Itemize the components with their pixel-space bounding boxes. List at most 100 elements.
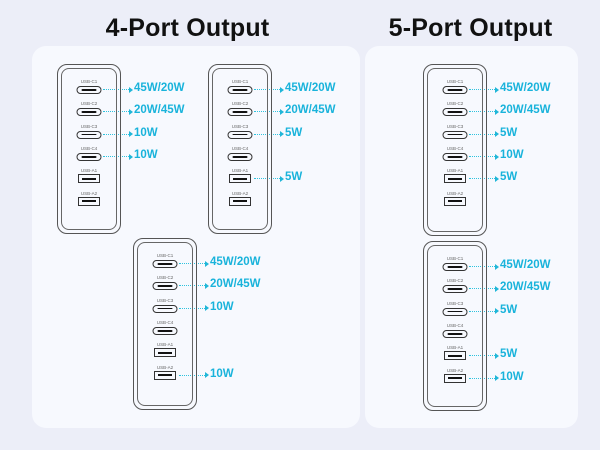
- port-label: USB-A2: [80, 190, 98, 196]
- port-output-wattage: 10W: [210, 367, 234, 380]
- port-label: USB-C2: [446, 278, 464, 284]
- port-label: USB-A1: [231, 168, 249, 174]
- port-usb-c4: USB-C4: [424, 323, 486, 341]
- usb-a-port-icon: [444, 351, 466, 361]
- usb-a-port-icon: [229, 174, 251, 184]
- port-usb-c2: USB-C2: [424, 278, 486, 296]
- port-usb-c4: USB-C4: [209, 146, 271, 164]
- port-output-wattage: 45W/20W: [134, 82, 185, 94]
- usb-c-port-icon: [227, 130, 253, 139]
- port-output-wattage: 5W: [500, 348, 518, 361]
- usb-c-port-icon: [152, 304, 178, 313]
- port-usb-a1: USB-A1: [424, 168, 486, 186]
- usb-c-port-icon: [442, 152, 468, 161]
- usb-a-port-icon: [78, 196, 100, 206]
- charger-face: [61, 68, 117, 230]
- arrow-right-icon: [205, 283, 209, 289]
- port-usb-c1: USB-C1: [424, 256, 486, 274]
- port-label: USB-A1: [80, 168, 98, 174]
- port-output-wattage: 5W: [500, 171, 518, 184]
- port-usb-c4: USB-C4: [58, 146, 120, 164]
- port-label: USB-C1: [446, 256, 464, 261]
- port-label: USB-C4: [446, 322, 464, 328]
- arrow-right-icon: [495, 375, 499, 382]
- arrow-right-icon: [205, 260, 209, 267]
- port-label: USB-C4: [446, 145, 464, 151]
- port-label: USB-C4: [156, 319, 174, 325]
- arrow-right-icon: [495, 352, 499, 359]
- usb-c-port-icon: [442, 285, 468, 294]
- port-output-wattage: 20W/45W: [285, 104, 336, 117]
- port-label: USB-C3: [231, 123, 249, 129]
- port-label: USB-A2: [231, 190, 249, 196]
- usb-c-port-icon: [152, 260, 178, 268]
- port-label: USB-C2: [231, 101, 249, 107]
- port-usb-a1: USB-A1: [58, 168, 120, 186]
- port-label: USB-C4: [80, 145, 98, 151]
- arrow-right-icon: [495, 175, 499, 182]
- port-usb-c2: USB-C2: [134, 275, 196, 293]
- port-usb-c1: USB-C1: [424, 79, 486, 97]
- port-output-wattage: 5W: [500, 303, 518, 316]
- port-label: USB-A1: [446, 168, 464, 174]
- usb-c-port-icon: [442, 329, 468, 338]
- port-label: USB-C3: [80, 123, 98, 129]
- port-output-wattage: 20W/45W: [134, 104, 185, 117]
- arrow-right-icon: [495, 263, 499, 270]
- usb-c-port-icon: [76, 152, 102, 161]
- charger-face: [212, 68, 268, 230]
- port-label: USB-A2: [446, 367, 464, 373]
- port-usb-c1: USB-C1: [209, 79, 271, 97]
- port-usb-a1: USB-A1: [424, 345, 486, 363]
- arrow-right-icon: [129, 109, 133, 115]
- usb-c-port-icon: [227, 108, 253, 117]
- port-label: USB-C3: [446, 123, 464, 129]
- usb-c-port-icon: [152, 282, 178, 291]
- port-usb-c3: USB-C3: [424, 124, 486, 142]
- port-output-wattage: 20W/45W: [210, 278, 261, 291]
- arrow-right-icon: [495, 286, 499, 292]
- port-label: USB-A2: [446, 190, 464, 196]
- arrow-right-icon: [495, 131, 499, 138]
- usb-c-port-icon: [76, 86, 102, 94]
- usb-c-port-icon: [227, 86, 253, 94]
- port-output-wattage: 5W: [285, 171, 303, 184]
- port-usb-a2: USB-A2: [209, 191, 271, 209]
- port-label: USB-C1: [231, 79, 249, 84]
- usb-a-port-icon: [154, 370, 176, 380]
- arrow-right-icon: [495, 153, 499, 160]
- port-label: USB-C1: [156, 253, 174, 258]
- arrow-right-icon: [495, 109, 499, 115]
- panel-5-port: [365, 46, 578, 428]
- arrow-right-icon: [280, 131, 284, 138]
- port-label: USB-C1: [80, 79, 98, 84]
- port-label: USB-C4: [231, 145, 249, 151]
- arrow-right-icon: [495, 308, 499, 315]
- port-usb-c3: USB-C3: [134, 298, 196, 316]
- port-label: USB-C2: [446, 101, 464, 107]
- usb-a-port-icon: [444, 196, 466, 206]
- arrow-right-icon: [205, 305, 209, 312]
- port-usb-c4: USB-C4: [134, 320, 196, 338]
- arrow-right-icon: [129, 131, 133, 138]
- arrow-right-icon: [205, 372, 209, 379]
- usb-a-port-icon: [444, 174, 466, 184]
- arrow-right-icon: [129, 153, 133, 160]
- port-usb-a1: USB-A1: [134, 342, 196, 360]
- port-label: USB-C3: [156, 297, 174, 303]
- charger-face: [427, 245, 483, 407]
- port-usb-c1: USB-C1: [134, 253, 196, 271]
- port-usb-c4: USB-C4: [424, 146, 486, 164]
- port-output-wattage: 10W: [134, 148, 158, 161]
- port-usb-c3: USB-C3: [424, 301, 486, 319]
- port-label: USB-C2: [156, 275, 174, 281]
- usb-c-port-icon: [442, 263, 468, 271]
- port-usb-c2: USB-C2: [58, 101, 120, 119]
- usb-a-port-icon: [444, 373, 466, 383]
- port-label: USB-A2: [156, 364, 174, 370]
- port-label: USB-C2: [80, 101, 98, 107]
- usb-a-port-icon: [78, 174, 100, 184]
